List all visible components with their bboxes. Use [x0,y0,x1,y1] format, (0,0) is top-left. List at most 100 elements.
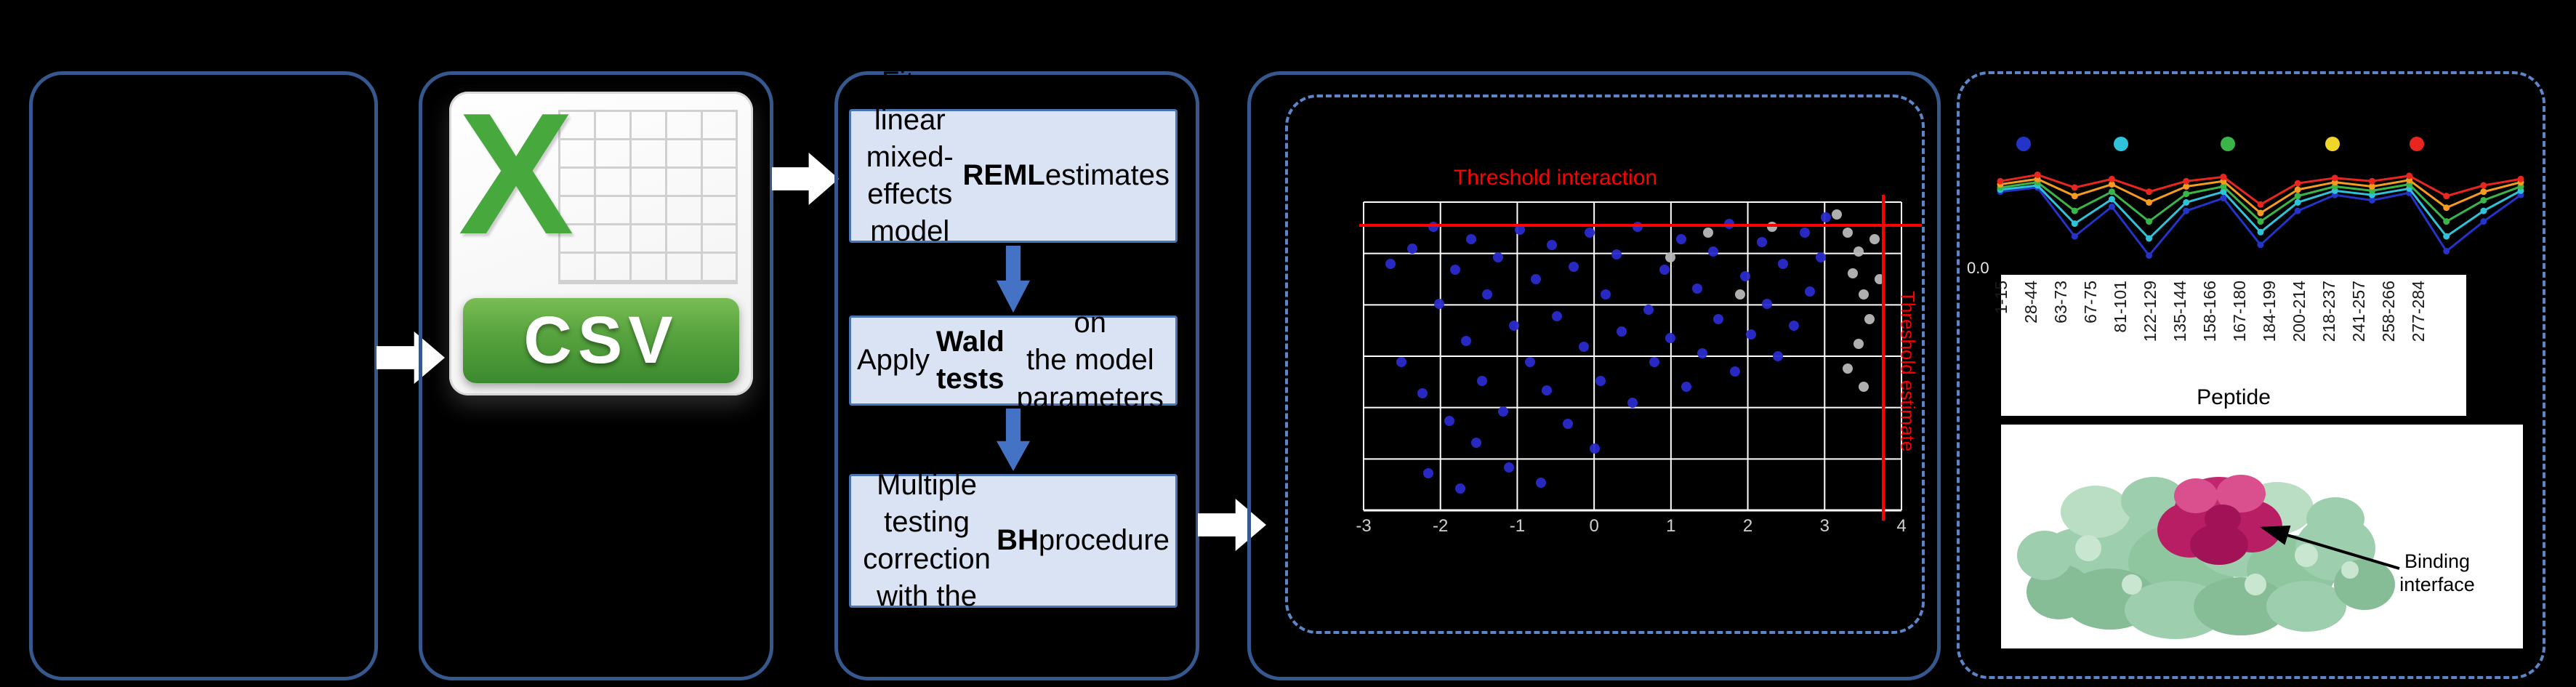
text-run: Multiple testing correction with the [863,468,991,613]
scatter-point-blue [1713,314,1724,325]
panel-3-statistical-model [834,71,1199,680]
scatter-point-gray [1859,382,1869,393]
text-run: BH [997,524,1039,557]
protein-structure [2017,475,2400,639]
legend-dot [2410,137,2425,151]
x-tick-label: -3 [1356,516,1372,536]
peptide-tick-label: 158-166 [2200,281,2219,342]
scatter-point-gray [1859,289,1869,300]
threshold-line-vertical [1881,195,1885,521]
scatter-point-blue [1595,375,1606,386]
scatter-point-blue [1493,252,1503,263]
scatter-point-blue [1681,382,1691,393]
scatter-point-blue [1422,468,1433,479]
peptide-axis-title: Peptide [2197,385,2271,409]
text-run: on the model parameters [1016,307,1164,414]
panel-4-results-volcano [1247,71,1941,680]
scatter-point-blue [1740,270,1751,281]
scatter-point-blue [1675,233,1686,244]
scatter-point-gray [1853,246,1864,257]
scatter-point-blue [1568,262,1579,273]
scatter-point-gray [1665,252,1675,263]
scatter-point-blue [1579,342,1590,353]
peptide-tick-label: 122-129 [2141,281,2160,342]
scatter-point-blue [1417,387,1428,398]
x-tick-label: 1 [1666,516,1676,536]
scatter-point-gray [1832,209,1843,220]
excel-x-glyph: X [458,78,574,271]
scatter-point-blue [1466,233,1476,244]
scatter-point-blue [1514,225,1525,236]
text-run: Fit a linear mixed- effects model with [866,66,954,285]
scatter-point-blue [1691,283,1702,294]
peptide-tick-label: 1-15 [1992,281,2011,315]
text-run: estimates [1045,159,1170,192]
scatter-point-blue [1482,289,1493,300]
peptide-tick-label: 81-101 [2111,281,2130,333]
scatter-point-blue [1509,320,1520,331]
scatter-point-blue [1799,228,1810,238]
scatter-point-blue [1643,305,1654,316]
scatter-point-blue [1476,375,1487,386]
threshold-interaction-label: Threshold interaction [1453,166,1658,190]
scatter-point-blue [1503,462,1514,473]
scatter-point-blue [1455,483,1466,494]
uptake-line-chart [1997,171,2524,259]
scatter-point-blue [1821,212,1832,223]
legend-dot [2016,137,2031,151]
spreadsheet-grid [558,110,738,285]
panel-2-input-data [419,71,773,680]
protein-panel: Binding interface [2001,425,2523,648]
scatter-point-blue [1433,298,1444,309]
scatter-point-blue [1756,237,1767,248]
scatter-point-blue [1816,252,1826,263]
scatter-point-gray [1853,339,1864,350]
scatter-point-blue [1762,298,1772,309]
scatter-point-blue [1584,228,1595,238]
legend-dot [2220,137,2235,151]
binding-interface-magenta [2157,475,2282,565]
scatter-point-blue [1449,265,1460,276]
csv-banner: CSV [462,298,740,384]
binding-arrow [2260,525,2400,570]
scatter-point-gray [1869,233,1880,244]
scatter-point-gray [1843,228,1853,238]
x-tick-label: -2 [1433,516,1449,536]
legend-dot [2114,137,2129,151]
panel-1 [29,71,378,680]
peptide-tick-label: 63-73 [2051,281,2070,324]
peptide-tick-label: 258-266 [2379,281,2398,342]
x-tick-label: -1 [1509,516,1526,536]
scatter-point-blue [1547,240,1557,251]
scatter-point-blue [1460,335,1471,346]
scatter-point-blue [1778,258,1789,269]
peptide-tick-label: 184-199 [2260,281,2279,342]
text-run: Wald tests [935,325,1005,395]
x-tick-label: 4 [1896,516,1907,536]
binding-interface-label: Binding interface [2399,550,2475,596]
scatter-point-blue [1708,246,1718,257]
scatter-point-blue [1541,385,1552,395]
scatter-point-blue [1406,243,1417,254]
scatter-point-blue [1649,357,1659,368]
dashed-frame-volcano [1285,95,1925,634]
scatter-point-blue [1536,477,1547,488]
text-run: Apply [857,344,930,377]
peptide-tick-label: 218-237 [2319,281,2338,342]
scatter-point-blue [1789,320,1799,331]
scatter-point-blue [1552,310,1563,321]
uptake-y-tick-label: 0.0 [1967,259,1989,277]
scatter-points [1364,202,1901,510]
scatter-point-gray [1702,228,1713,238]
dashed-frame-uptake [1957,71,2545,679]
x-tick-label: 2 [1742,516,1753,536]
scatter-point-blue [1444,416,1455,427]
scatter-point-blue [1617,326,1627,337]
step-box-bh: Multiple testing correction with the BH … [849,469,1178,612]
peptide-tick-label: 135-144 [2170,281,2189,342]
peptide-tick-label: 241-257 [2349,281,2368,342]
scatter-point-blue [1601,289,1611,300]
